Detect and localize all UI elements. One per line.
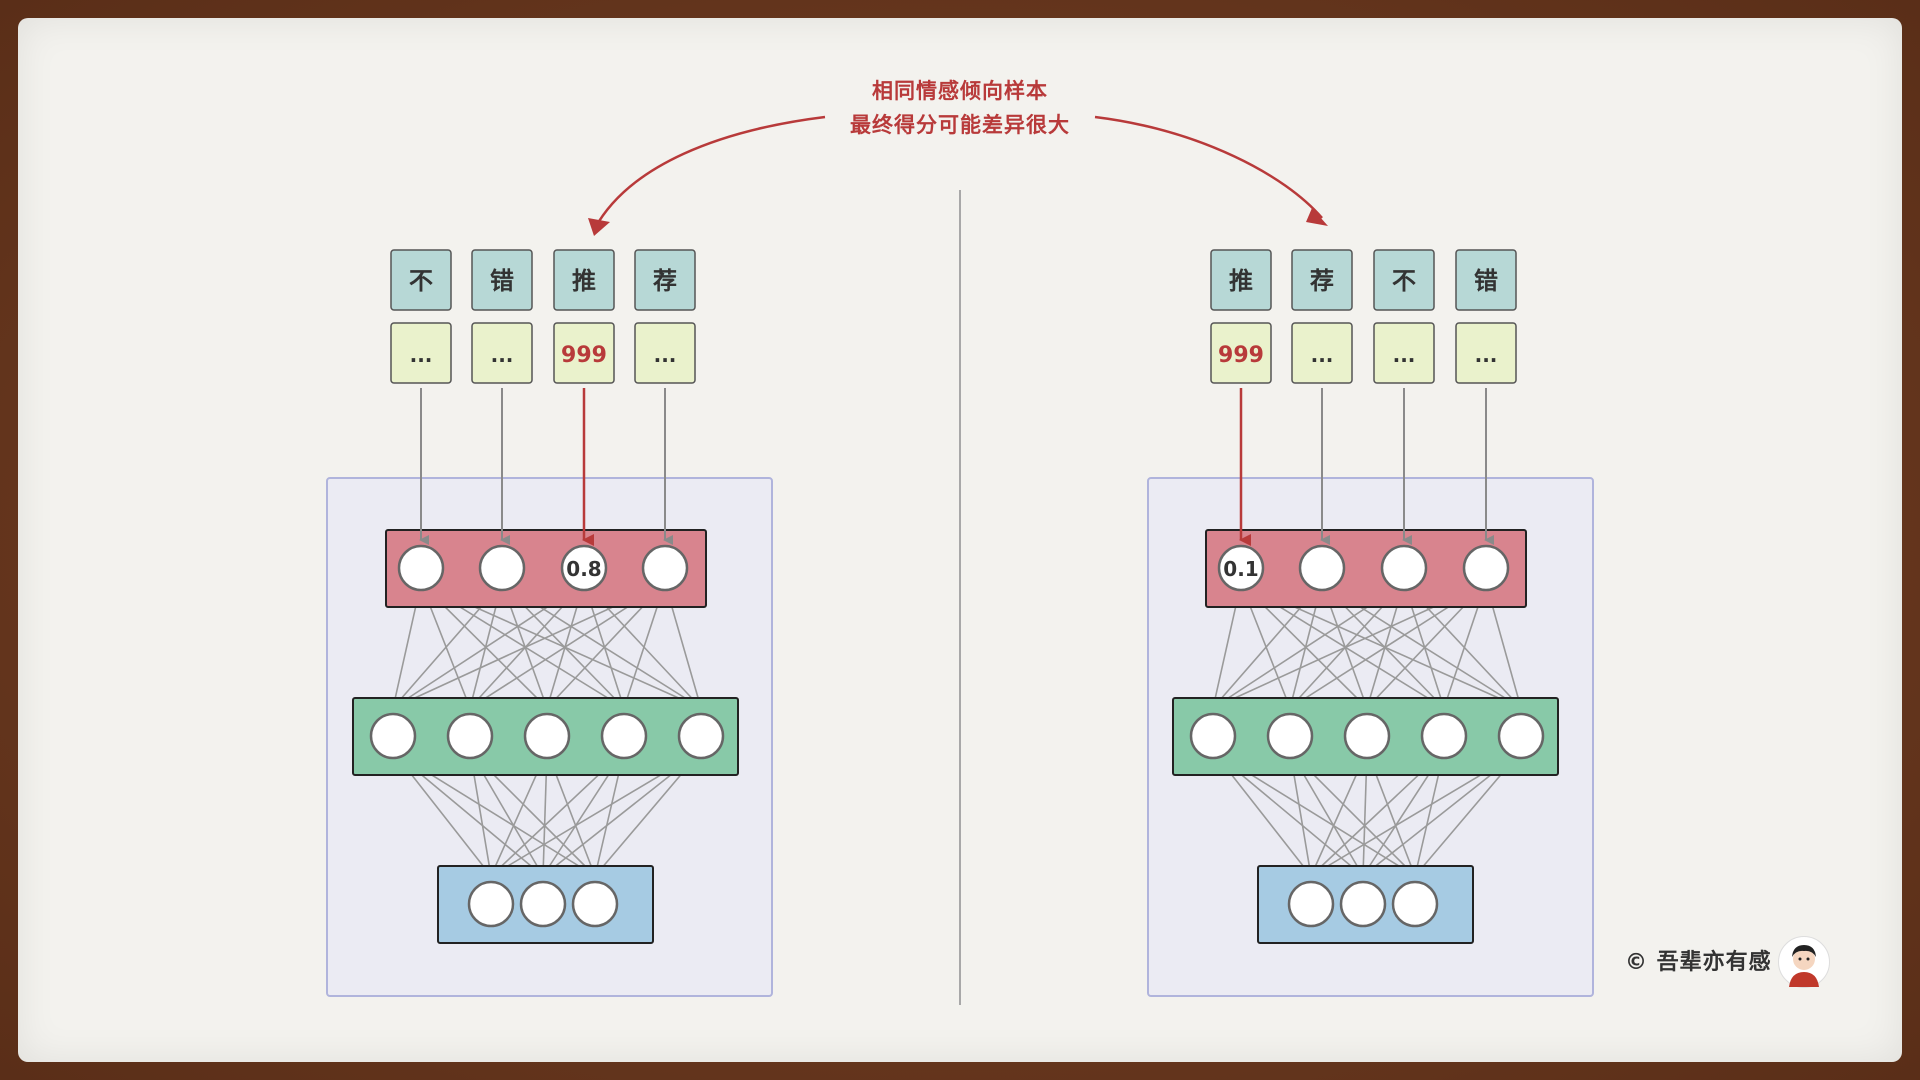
avatar [1778, 936, 1830, 988]
neuron-node [1462, 544, 1510, 592]
caption-line2: 最终得分可能差异很大 [850, 113, 1070, 137]
neuron-node [1420, 712, 1468, 760]
neuron-node [1266, 712, 1314, 760]
neuron-node [1497, 712, 1545, 760]
token-box [1373, 249, 1435, 311]
neuron-node [1189, 712, 1237, 760]
neuron-node [1287, 880, 1335, 928]
neuron-node [1217, 544, 1265, 592]
token-box [1210, 249, 1272, 311]
token-label: 推 [1229, 267, 1253, 295]
token-label: 不 [409, 267, 433, 295]
embedding-value: 999 [1218, 343, 1264, 368]
token-label: 荐 [653, 267, 677, 295]
neuron-node [1343, 712, 1391, 760]
embedding-value: ... [1393, 343, 1416, 367]
embedding-box [634, 322, 696, 384]
token-label: 错 [490, 267, 514, 295]
neuron-node [369, 712, 417, 760]
embedding-box [1373, 322, 1435, 384]
token-box [553, 249, 615, 311]
curved-arrow-right [1094, 115, 1323, 219]
embedding-box [1291, 322, 1353, 384]
token-label: 推 [572, 267, 596, 295]
neuron-node [641, 544, 689, 592]
caption-line1: 相同情感倾向样本 [872, 79, 1048, 103]
token-box [471, 249, 533, 311]
neuron-node [523, 712, 571, 760]
neuron-node [519, 880, 567, 928]
token-label: 不 [1392, 267, 1416, 295]
embedding-box [553, 322, 615, 384]
embedding-box [471, 322, 533, 384]
embedding-box [1455, 322, 1517, 384]
neuron-node [571, 880, 619, 928]
neuron-node [1380, 544, 1428, 592]
token-box [634, 249, 696, 311]
embedding-value: ... [410, 343, 433, 367]
input-layer [1205, 529, 1527, 608]
embedding-value: ... [1475, 343, 1498, 367]
embedding-value: 999 [561, 343, 607, 368]
neuron-node [467, 880, 515, 928]
neuron-node [446, 712, 494, 760]
token-label: 荐 [1310, 267, 1334, 295]
embedding-value: ... [1311, 343, 1334, 367]
arrowhead-left [588, 218, 610, 236]
neuron-node [1391, 880, 1439, 928]
embedding-box [390, 322, 452, 384]
neuron-node [1298, 544, 1346, 592]
token-box [1455, 249, 1517, 311]
neuron-node [1339, 880, 1387, 928]
right-network: 推 999 荐... 不... 错... 0.1 [1147, 249, 1594, 997]
embedding-value: ... [654, 343, 677, 367]
token-box [390, 249, 452, 311]
neuron-node [478, 544, 526, 592]
embedding-box [1210, 322, 1272, 384]
neuron-node [677, 712, 725, 760]
neuron-node [600, 712, 648, 760]
token-label: 错 [1474, 267, 1498, 295]
avatar-face-icon [1789, 945, 1819, 987]
caption: 相同情感倾向样本 最终得分可能差异很大 [780, 74, 1140, 142]
left-network: 不... 错... 推 999 荐... 0.8 [326, 249, 773, 997]
embedding-value: ... [491, 343, 514, 367]
neuron-value: 0.1 [1223, 557, 1258, 581]
curved-arrow-left [593, 115, 826, 229]
token-box [1291, 249, 1353, 311]
arrowhead-right [1306, 208, 1328, 226]
neuron-node [560, 544, 608, 592]
neuron-node [397, 544, 445, 592]
input-layer [385, 529, 707, 608]
credit-text: © 吾辈亦有感 [1625, 950, 1772, 975]
neuron-value: 0.8 [566, 557, 601, 581]
